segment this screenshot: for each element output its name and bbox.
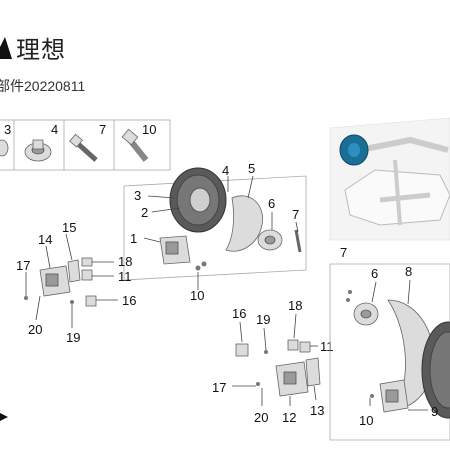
callout-fc-20: 20 <box>28 322 42 337</box>
callout-rear-6: 6 <box>371 266 378 281</box>
subframe-illustration <box>329 117 450 241</box>
document-subtitle: 部件20220811 <box>0 78 86 94</box>
parts-strip: 3 4 7 10 <box>0 119 171 171</box>
callout-rear-8: 8 <box>405 264 412 279</box>
rear-caliper <box>379 379 409 413</box>
callout-rc-11: 11 <box>320 339 334 354</box>
callout-front-1: 1 <box>130 231 137 246</box>
callout-fc-19: 19 <box>66 330 80 345</box>
strip-part-7-bolt <box>69 133 98 162</box>
callout-front-2: 2 <box>141 205 148 220</box>
callout-fc-17: 17 <box>16 258 30 273</box>
callout-rc-13: 13 <box>310 403 324 418</box>
direction-arrow-icon <box>0 413 8 421</box>
callout-rear-10: 10 <box>359 413 373 428</box>
callout-rear-9: 9 <box>431 404 438 419</box>
brand-name: 理想 <box>16 36 66 64</box>
strip-part-4 <box>24 139 52 162</box>
callout-fc-11: 11 <box>118 269 132 284</box>
callout-rc-16: 16 <box>232 306 246 321</box>
callout-rc-18: 18 <box>288 298 302 313</box>
callout-front-6: 6 <box>268 196 275 211</box>
front-sensor <box>294 229 302 253</box>
callout-rc-12: 12 <box>282 410 296 425</box>
brand-header: 理想 <box>0 30 66 65</box>
rear-pad-part <box>235 343 249 357</box>
callout-strip-3: 3 <box>4 122 11 137</box>
callout-fc-16: 16 <box>122 293 136 308</box>
strip-frame <box>0 119 171 171</box>
li-auto-logo-icon <box>0 36 12 59</box>
callout-fc-15: 15 <box>62 220 76 235</box>
callout-front-5: 5 <box>248 161 255 176</box>
callout-rc-20: 20 <box>254 410 268 425</box>
callout-strip-10: 10 <box>142 122 156 137</box>
callout-front-10: 10 <box>190 288 204 303</box>
front-dust-shield <box>225 195 263 252</box>
front-caliper-exploded: 14 15 17 18 11 16 20 19 <box>16 220 136 345</box>
callout-section-7: 7 <box>340 245 347 260</box>
strip-part-3 <box>0 139 9 157</box>
callout-rc-19: 19 <box>256 312 270 327</box>
callout-strip-4: 4 <box>51 122 58 137</box>
callout-fc-18: 18 <box>118 254 132 269</box>
callout-rc-17: 17 <box>212 380 226 395</box>
callout-fc-14: 14 <box>38 232 52 247</box>
front-hub <box>257 229 283 251</box>
callout-front-4: 4 <box>222 163 229 178</box>
callout-front-7: 7 <box>292 207 299 222</box>
front-pad-part <box>85 295 97 307</box>
callout-strip-7: 7 <box>99 122 106 137</box>
front-brake-assembly: 3 2 1 4 5 6 7 10 <box>123 161 307 303</box>
rear-hub <box>353 302 379 326</box>
callout-front-3: 3 <box>134 188 141 203</box>
rear-brake-assembly: 6 8 9 10 <box>329 263 450 441</box>
strip-part-10-bolt <box>121 128 149 162</box>
front-caliper <box>159 235 191 265</box>
rear-caliper-exploded: 16 19 18 11 17 20 12 13 <box>212 298 334 425</box>
